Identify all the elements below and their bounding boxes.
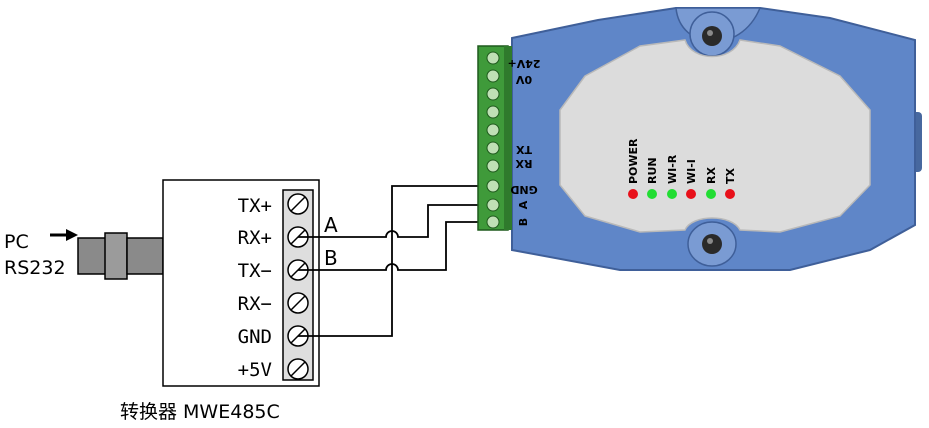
led-label-wi-r: WI-R [666, 154, 679, 184]
led-power: POWER [627, 138, 640, 199]
converter-terminal-strip [282, 189, 314, 381]
terminal-label-tx-minus: TX− [238, 260, 272, 282]
module-terminal-labels: 24V+ 0V TX RX GND A B [507, 57, 540, 226]
wire-label-a: A [324, 213, 338, 237]
module-leds: POWER RUN WI-R WI-I RX TX [627, 138, 737, 199]
module-label-gnd: GND [510, 183, 537, 196]
led-label-power: POWER [627, 138, 640, 184]
led-rx-indicator [706, 189, 716, 199]
module-face [559, 39, 871, 233]
led-wi-r: WI-R [666, 154, 679, 199]
terminal-label-gnd: GND [238, 326, 272, 348]
led-wi-i: WI-I [685, 159, 698, 199]
led-power-indicator [628, 189, 638, 199]
converter-terminal-labels: TX+ RX+ TX− RX− GND +5V [238, 195, 272, 381]
led-tx-indicator [725, 189, 735, 199]
pc-label-line2: RS232 [4, 257, 66, 279]
mounting-screw-icon [702, 26, 722, 46]
pc-label-line1: PC [4, 231, 29, 253]
db9-connector [77, 232, 164, 280]
module-label-b: B [517, 218, 530, 226]
led-tx: TX [724, 167, 737, 199]
wire-label-b: B [324, 246, 338, 270]
module-label-a: A [517, 200, 530, 209]
led-run: RUN [646, 157, 659, 199]
terminal-label-tx-plus: TX+ [238, 195, 272, 217]
screw-icon [287, 358, 309, 380]
module-label-24v: 24V+ [507, 57, 540, 70]
led-run-indicator [647, 189, 657, 199]
module-terminal-block [477, 45, 512, 231]
module-label-0v: 0V [515, 73, 532, 86]
module-label-rx: RX [515, 157, 532, 170]
led-wi-i-indicator [686, 189, 696, 199]
led-label-rx: RX [705, 167, 718, 184]
led-wi-r-indicator [667, 189, 677, 199]
screw-icon [287, 292, 309, 314]
screw-icon [287, 193, 309, 215]
terminal-label-rx-plus: RX+ [238, 227, 272, 249]
converter-box [162, 179, 320, 387]
led-label-wi-i: WI-I [685, 159, 698, 184]
wires [298, 185, 493, 337]
converter-caption: 转换器 MWE485C [120, 401, 280, 423]
arrow-icon [50, 229, 78, 241]
module-label-tx: TX [515, 143, 532, 156]
terminal-label-5v: +5V [238, 359, 272, 381]
module [511, 7, 922, 271]
wire-gnd [298, 185, 493, 337]
terminal-label-rx-minus: RX− [238, 293, 272, 315]
led-label-run: RUN [646, 157, 659, 184]
mounting-screw-icon [702, 234, 722, 254]
led-rx: RX [705, 167, 718, 199]
wire-a [298, 204, 493, 238]
led-label-tx: TX [724, 167, 737, 184]
pc-label: PC RS232 [4, 231, 66, 279]
wire-b [298, 221, 493, 271]
